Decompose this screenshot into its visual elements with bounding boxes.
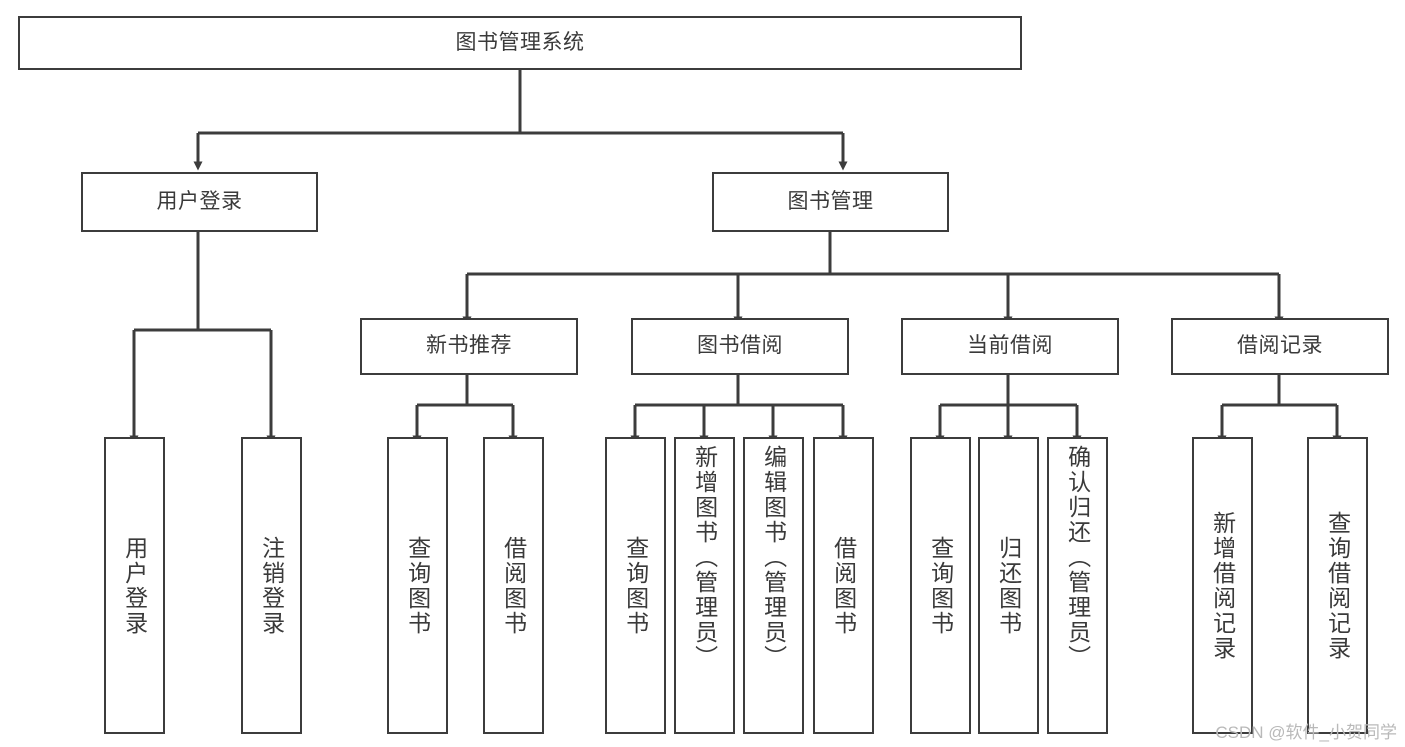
node-leaf-query-record[interactable]: 查询借阅记录 [1307, 437, 1368, 734]
node-leaf-query-record-label: 查询借阅记录 [1324, 510, 1351, 661]
node-leaf-confirm-return[interactable]: 确认归还（管理员） [1047, 437, 1108, 734]
node-leaf-add-record[interactable]: 新增借阅记录 [1192, 437, 1253, 734]
node-root[interactable]: 图书管理系统 [18, 16, 1022, 70]
node-leaf-user-logout[interactable]: 注销登录 [241, 437, 302, 734]
node-borrow-record[interactable]: 借阅记录 [1171, 318, 1389, 375]
node-leaf-add-record-label: 新增借阅记录 [1209, 510, 1236, 661]
node-leaf-user-login[interactable]: 用户登录 [104, 437, 165, 734]
node-leaf-edit-book-label: 编辑图书（管理员） [760, 445, 787, 670]
node-leaf-user-login-label: 用户登录 [121, 535, 148, 636]
node-book-management[interactable]: 图书管理 [712, 172, 949, 232]
node-leaf-add-book-label: 新增图书（管理员） [691, 445, 718, 670]
node-new-book-recommend-label: 新书推荐 [426, 334, 512, 358]
node-root-label: 图书管理系统 [455, 30, 585, 54]
node-book-borrow-label: 图书借阅 [697, 334, 783, 358]
node-leaf-query-book-2[interactable]: 查询图书 [605, 437, 666, 734]
node-leaf-query-book-3[interactable]: 查询图书 [910, 437, 971, 734]
watermark: CSDN @软件_小贺同学 [1215, 723, 1397, 742]
node-leaf-borrow-book-2-label: 借阅图书 [830, 535, 857, 636]
node-user-login[interactable]: 用户登录 [81, 172, 318, 232]
node-leaf-return-book[interactable]: 归还图书 [978, 437, 1039, 734]
node-leaf-query-book-3-label: 查询图书 [927, 535, 954, 636]
node-leaf-query-book-1-label: 查询图书 [404, 535, 431, 636]
node-leaf-query-book-1[interactable]: 查询图书 [387, 437, 448, 734]
node-leaf-confirm-return-label: 确认归还（管理员） [1064, 445, 1091, 670]
node-leaf-query-book-2-label: 查询图书 [622, 535, 649, 636]
node-new-book-recommend[interactable]: 新书推荐 [360, 318, 578, 375]
node-user-login-label: 用户登录 [156, 189, 243, 213]
node-current-borrow[interactable]: 当前借阅 [901, 318, 1119, 375]
node-leaf-return-book-label: 归还图书 [995, 535, 1022, 636]
node-current-borrow-label: 当前借阅 [967, 334, 1053, 358]
node-leaf-borrow-book-1-label: 借阅图书 [500, 535, 527, 636]
node-borrow-record-label: 借阅记录 [1237, 334, 1323, 358]
node-leaf-borrow-book-2[interactable]: 借阅图书 [813, 437, 874, 734]
node-book-borrow[interactable]: 图书借阅 [631, 318, 849, 375]
node-book-management-label: 图书管理 [787, 189, 874, 213]
node-leaf-user-logout-label: 注销登录 [258, 535, 285, 636]
node-leaf-borrow-book-1[interactable]: 借阅图书 [483, 437, 544, 734]
node-leaf-edit-book[interactable]: 编辑图书（管理员） [743, 437, 804, 734]
node-leaf-add-book[interactable]: 新增图书（管理员） [674, 437, 735, 734]
